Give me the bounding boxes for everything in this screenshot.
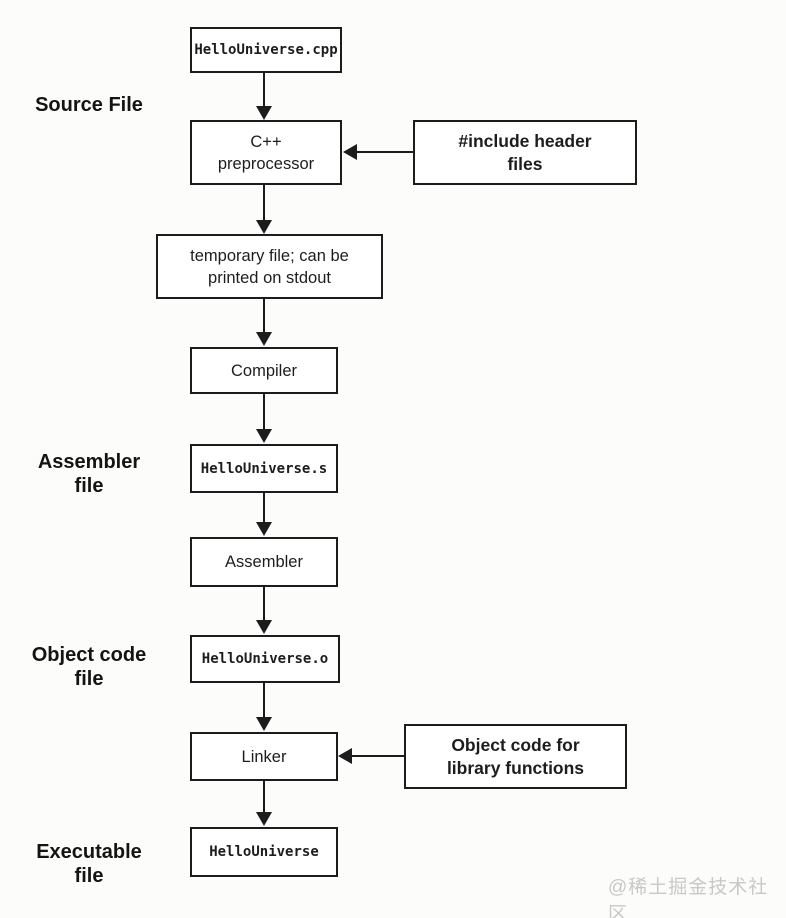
arrow-assemblyfile-to-assembler: [256, 493, 272, 536]
node-assembler: Assembler: [190, 537, 338, 587]
arrow-preprocessor-to-tempfile: [256, 185, 272, 234]
stage-label-executable-file: Executable file: [36, 841, 142, 887]
node-assembly-file: HelloUniverse.s: [190, 444, 338, 493]
arrow-tempfile-to-compiler: [256, 299, 272, 346]
arrow-linker-to-executable: [256, 781, 272, 826]
arrow-compiler-to-assemblyfile: [256, 394, 272, 443]
arrow-assembler-to-objectfile: [256, 587, 272, 634]
node-executable: HelloUniverse: [190, 827, 338, 877]
arrow-library-to-linker: [338, 748, 404, 764]
node-library-object-code: Object code for library functions: [404, 724, 627, 789]
arrow-source-to-preprocessor: [256, 73, 272, 120]
stage-label-object-code-file: Object code file: [31, 644, 147, 690]
stage-label-assembler-file: Assembler file: [37, 451, 141, 497]
arrow-objectfile-to-linker: [256, 683, 272, 731]
stage-label-source-file: Source File: [35, 94, 143, 116]
node-temporary-file: temporary file; can be printed on stdout: [156, 234, 383, 299]
node-source-file: HelloUniverse.cpp: [190, 27, 342, 73]
watermark-text: @稀土掘金技术社区: [608, 877, 769, 918]
node-linker: Linker: [190, 732, 338, 781]
node-include-header-files: #include header files: [413, 120, 637, 185]
node-compiler: Compiler: [190, 347, 338, 394]
node-object-file: HelloUniverse.o: [190, 635, 340, 683]
node-cpp-preprocessor: C++ preprocessor: [190, 120, 342, 185]
arrow-includes-to-preprocessor: [343, 144, 413, 160]
